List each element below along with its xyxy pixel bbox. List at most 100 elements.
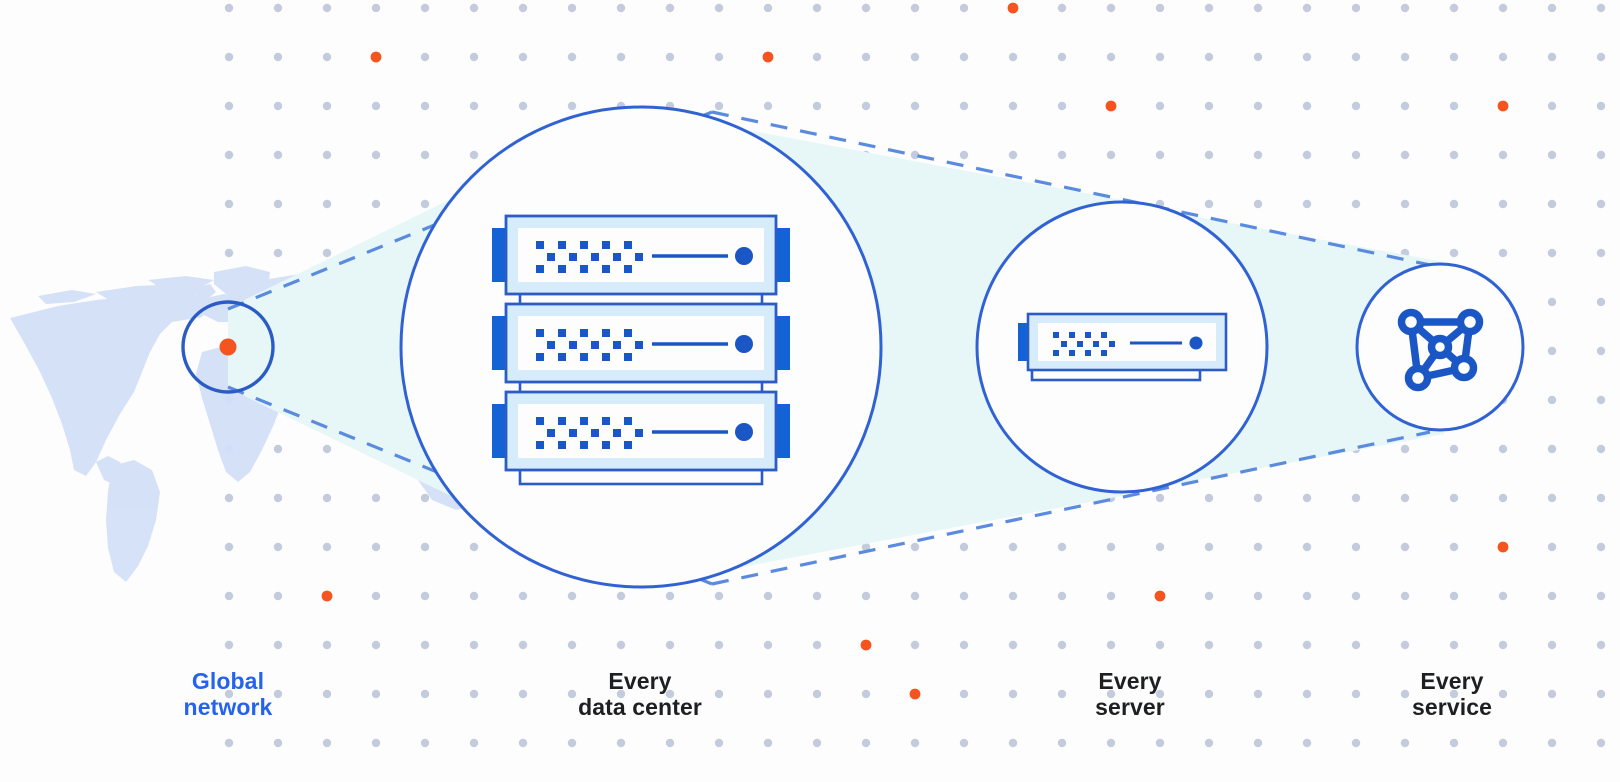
grid-dot bbox=[224, 640, 234, 650]
rack-unit bbox=[492, 214, 790, 296]
grid-dot bbox=[1596, 297, 1606, 307]
grid-dot bbox=[1596, 248, 1606, 258]
grid-dot bbox=[959, 3, 969, 13]
grid-dot bbox=[1596, 199, 1606, 209]
grid-dot bbox=[420, 52, 430, 62]
grid-dot bbox=[1498, 52, 1508, 62]
server-power-led bbox=[1189, 336, 1203, 350]
grid-dot bbox=[1400, 738, 1410, 748]
grid-dot bbox=[1253, 101, 1263, 111]
rack-power-led bbox=[735, 423, 753, 441]
grid-dot bbox=[273, 591, 283, 601]
grid-dot bbox=[273, 52, 283, 62]
grid-dot bbox=[1596, 640, 1606, 650]
dashed-line-server-bottom bbox=[711, 430, 1431, 586]
grid-dot bbox=[1596, 346, 1606, 356]
grid-dot bbox=[1008, 542, 1018, 552]
grid-dot bbox=[273, 248, 283, 258]
grid-dot bbox=[1498, 150, 1508, 160]
grid-dot bbox=[371, 640, 381, 650]
grid-dot bbox=[910, 591, 920, 601]
grid-dot bbox=[1449, 101, 1459, 111]
grid-dot bbox=[616, 738, 626, 748]
grid-dot bbox=[812, 689, 822, 699]
grid-dot-accent bbox=[1497, 100, 1509, 112]
grid-dot bbox=[1057, 640, 1067, 650]
grid-dot bbox=[1400, 493, 1410, 503]
grid-dot bbox=[959, 101, 969, 111]
grid-dot bbox=[371, 150, 381, 160]
grid-dot bbox=[1498, 640, 1508, 650]
grid-dot bbox=[910, 52, 920, 62]
grid-dot bbox=[518, 640, 528, 650]
grid-dot bbox=[1302, 640, 1312, 650]
grid-dot bbox=[1547, 640, 1557, 650]
dashed-line-server-top bbox=[711, 110, 1431, 267]
grid-dot bbox=[1106, 640, 1116, 650]
grid-dot bbox=[763, 640, 773, 650]
grid-dot bbox=[1351, 150, 1361, 160]
grid-dot bbox=[1253, 52, 1263, 62]
grid-dot bbox=[812, 640, 822, 650]
grid-dot bbox=[420, 542, 430, 552]
grid-dot bbox=[665, 3, 675, 13]
grid-dot bbox=[1253, 591, 1263, 601]
grid-dot bbox=[1596, 52, 1606, 62]
grid-dot bbox=[1008, 101, 1018, 111]
grid-dot bbox=[665, 591, 675, 601]
grid-dot bbox=[1351, 101, 1361, 111]
grid-dot bbox=[224, 248, 234, 258]
grid-dot bbox=[1547, 738, 1557, 748]
grid-dot bbox=[1057, 738, 1067, 748]
grid-dot bbox=[1155, 3, 1165, 13]
grid-dot bbox=[1106, 3, 1116, 13]
grid-dot bbox=[665, 640, 675, 650]
grid-dot bbox=[1302, 591, 1312, 601]
location-dot bbox=[219, 338, 237, 356]
grid-dot bbox=[1449, 444, 1459, 454]
grid-dot bbox=[1547, 297, 1557, 307]
grid-dot bbox=[1498, 3, 1508, 13]
grid-dot bbox=[420, 689, 430, 699]
grid-dot bbox=[1106, 52, 1116, 62]
grid-dot-accent bbox=[370, 51, 382, 63]
grid-dot-accent bbox=[860, 639, 872, 651]
grid-dot bbox=[469, 738, 479, 748]
grid-dot bbox=[1057, 689, 1067, 699]
grid-dot bbox=[1057, 3, 1067, 13]
global-circle bbox=[181, 300, 275, 394]
grid-dot bbox=[322, 150, 332, 160]
grid-dot bbox=[371, 689, 381, 699]
grid-dot bbox=[567, 101, 577, 111]
grid-dot bbox=[224, 52, 234, 62]
grid-dot bbox=[1400, 591, 1410, 601]
grid-dot bbox=[1204, 3, 1214, 13]
grid-dot bbox=[1400, 640, 1410, 650]
grid-dot bbox=[1351, 493, 1361, 503]
grid-dot bbox=[1204, 591, 1214, 601]
grid-dot bbox=[910, 101, 920, 111]
grid-dot bbox=[812, 101, 822, 111]
grid-dot bbox=[1253, 3, 1263, 13]
grid-dot bbox=[1400, 542, 1410, 552]
grid-dot bbox=[1204, 199, 1214, 209]
grid-dot bbox=[420, 591, 430, 601]
grid-dot bbox=[1400, 3, 1410, 13]
grid-dot bbox=[910, 640, 920, 650]
grid-dot bbox=[1057, 150, 1067, 160]
grid-dot bbox=[1547, 199, 1557, 209]
grid-dot bbox=[469, 542, 479, 552]
grid-dot bbox=[861, 3, 871, 13]
grid-dot bbox=[1400, 444, 1410, 454]
grid-dot bbox=[1302, 101, 1312, 111]
grid-dot bbox=[322, 738, 332, 748]
grid-dot bbox=[1547, 101, 1557, 111]
grid-dot bbox=[420, 199, 430, 209]
grid-dot bbox=[1351, 542, 1361, 552]
grid-dot bbox=[469, 3, 479, 13]
rack-unit bbox=[492, 390, 790, 472]
grid-dot bbox=[1253, 542, 1263, 552]
grid-dot bbox=[518, 3, 528, 13]
grid-dot bbox=[1106, 591, 1116, 601]
